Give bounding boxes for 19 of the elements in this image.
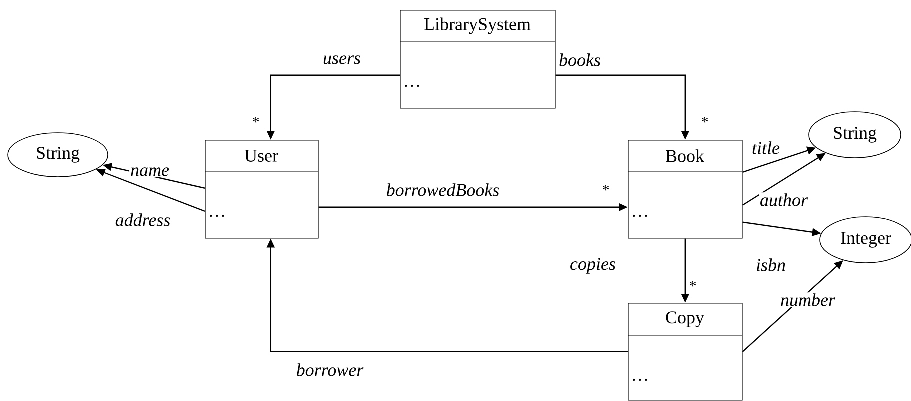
- class-box: Book …: [628, 140, 743, 239]
- class-box: LibrarySystem …: [400, 10, 556, 109]
- edge-label: number: [780, 292, 836, 308]
- multiplicity-label: *: [690, 281, 696, 287]
- edge-label: borrowedBooks: [385, 182, 501, 198]
- multiplicity-label: *: [702, 117, 708, 123]
- edge-label: author: [759, 192, 809, 208]
- edge-label: borrower: [295, 362, 365, 378]
- edge-label: isbn: [755, 258, 787, 272]
- multiplicity-label: *: [603, 185, 610, 191]
- edge-label: books: [558, 52, 602, 68]
- edge-label: name: [130, 166, 170, 178]
- edge-label: title: [751, 140, 781, 156]
- class-box: Copy …: [628, 303, 743, 401]
- multiplicity-label: *: [253, 117, 260, 123]
- edge-label: users: [322, 54, 362, 66]
- class-box: User …: [204, 140, 319, 239]
- edge-label: address: [114, 212, 172, 228]
- edge-label: copies: [569, 257, 617, 275]
